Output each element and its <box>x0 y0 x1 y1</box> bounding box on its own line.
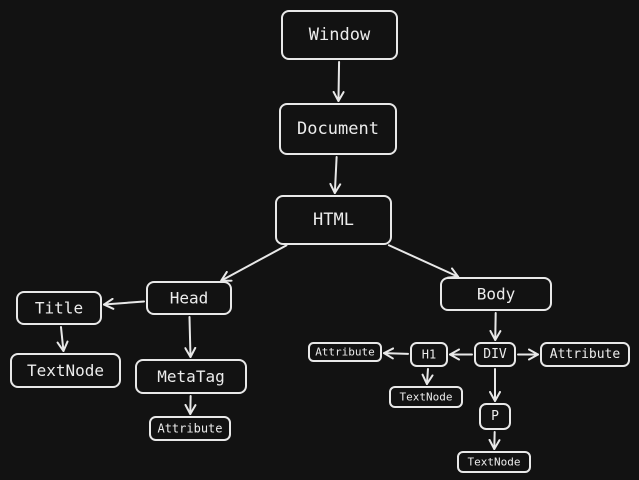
node-label-metatag: MetaTag <box>157 367 224 386</box>
edge-h1-to-h1-attribute <box>382 347 410 360</box>
node-box-div <box>474 342 516 367</box>
node-label-div: DIV <box>483 347 507 362</box>
edge-html-to-body <box>387 244 460 279</box>
node-box-title <box>16 291 102 325</box>
node-box-h1-textnode <box>389 386 463 408</box>
node-box-document <box>279 103 397 155</box>
edge-h1-to-h1-textnode <box>421 367 434 386</box>
node-box-body <box>440 277 552 311</box>
edge-window-to-document <box>332 60 345 103</box>
node-box-title-textnode <box>10 353 121 388</box>
node-label-metatag-attribute: Attribute <box>157 422 222 436</box>
node-box-html <box>275 195 392 245</box>
node-box-window <box>281 10 398 60</box>
node-h1: H1 <box>410 342 448 367</box>
node-label-div-attribute: Attribute <box>550 347 621 362</box>
node-label-head: Head <box>170 289 209 308</box>
node-label-body: Body <box>477 285 516 304</box>
node-label-h1: H1 <box>422 348 436 362</box>
node-box-metatag-attribute <box>149 416 231 441</box>
node-title: Title <box>16 291 102 325</box>
node-box-p-textnode <box>457 451 531 473</box>
edges-layer <box>56 60 539 451</box>
node-h1-attribute: Attribute <box>308 342 382 362</box>
node-label-title-textnode: TextNode <box>27 361 104 380</box>
node-label-p: P <box>491 409 499 424</box>
node-label-html: HTML <box>313 210 354 230</box>
node-label-h1-attribute: Attribute <box>315 346 375 359</box>
node-title-textnode: TextNode <box>10 353 121 388</box>
node-box-p <box>479 403 511 430</box>
edge-html-to-head <box>220 244 288 282</box>
node-metatag: MetaTag <box>135 359 247 394</box>
node-p-textnode: TextNode <box>457 451 531 473</box>
node-box-metatag <box>135 359 247 394</box>
node-body: Body <box>440 277 552 311</box>
node-box-head <box>146 281 232 315</box>
node-metatag-attribute: Attribute <box>149 416 231 441</box>
edge-head-to-title <box>102 297 146 310</box>
node-h1-textnode: TextNode <box>389 386 463 408</box>
node-label-h1-textnode: TextNode <box>400 391 453 404</box>
node-div-attribute: Attribute <box>540 342 630 367</box>
edge-head-to-metatag <box>184 315 197 359</box>
node-label-p-textnode: TextNode <box>468 456 521 469</box>
edge-document-to-html <box>329 155 342 195</box>
node-label-title: Title <box>35 299 83 318</box>
node-html: HTML <box>275 195 392 245</box>
node-box-h1-attribute <box>308 342 382 362</box>
node-document: Document <box>279 103 397 155</box>
node-div: DIV <box>474 342 516 367</box>
edge-title-to-title-textnode <box>56 325 69 353</box>
node-label-document: Document <box>297 119 379 139</box>
node-box-div-attribute <box>540 342 630 367</box>
node-box-h1 <box>410 342 448 367</box>
node-head: Head <box>146 281 232 315</box>
node-p: P <box>479 403 511 430</box>
node-label-window: Window <box>309 25 371 45</box>
node-window: Window <box>281 10 398 60</box>
